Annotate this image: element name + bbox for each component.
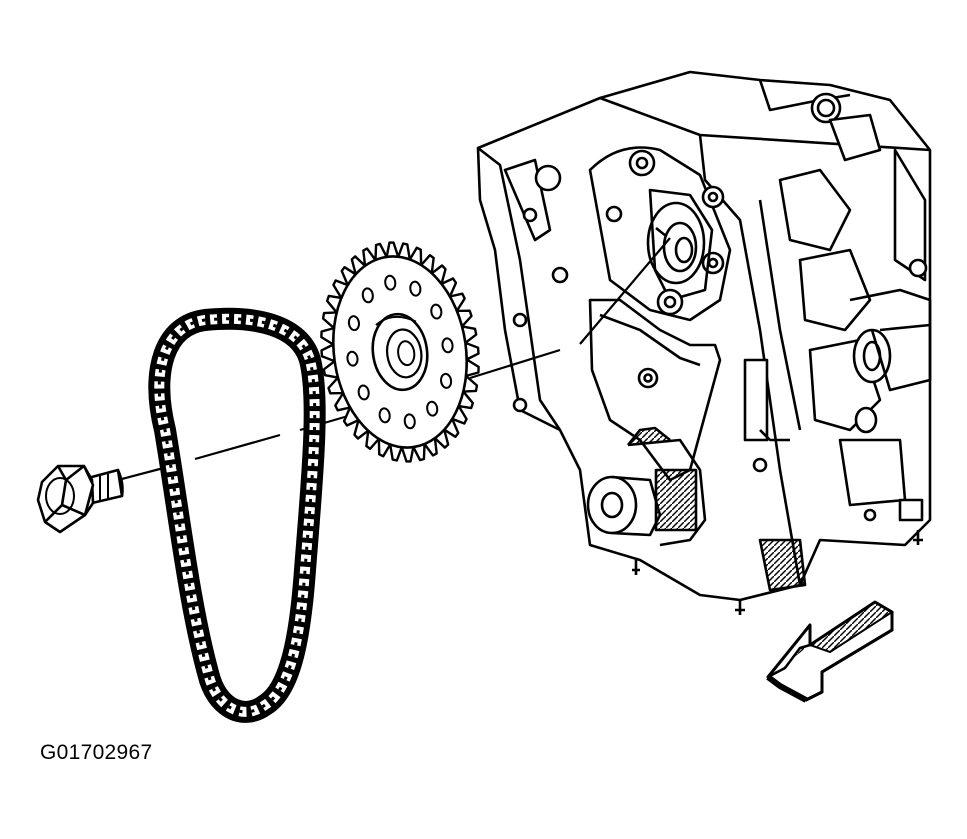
camshaft-sprocket-icon	[320, 241, 480, 463]
figure-id-label: G01702967	[40, 741, 153, 764]
arrow-icon	[766, 600, 894, 703]
bolt-icon	[36, 464, 124, 534]
engine-block-icon	[476, 70, 932, 615]
timing-chain-icon	[148, 307, 326, 723]
